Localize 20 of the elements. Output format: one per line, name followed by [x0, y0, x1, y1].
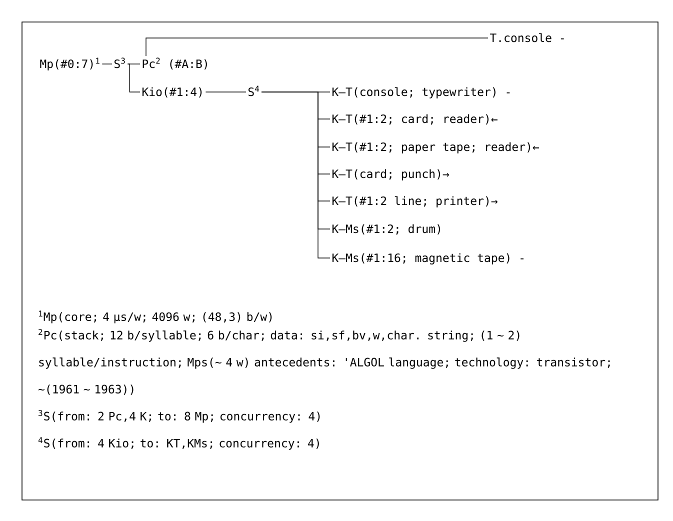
node-text: S$^{3}$ [114, 58, 125, 68]
connector [261, 92, 330, 258]
node-text: K—T(#1:2 line; printer)→ [332, 196, 498, 208]
node-text: K—Ms(#1:2; drum) [332, 224, 440, 235]
connector [146, 38, 488, 56]
node-text: T.console - [490, 33, 564, 42]
node-text: K—T(#1:2; card; reader)← [332, 114, 498, 125]
node-text: K—T(card; punch)→ [332, 169, 450, 180]
node-text: K—T(#1:2; paper tape; reader)← [332, 142, 540, 154]
footnote: $^{1}$Mp(core; 4 µs/w; 4096 w; (48,3) b/w) [38, 310, 272, 324]
node-text: S$^{4}$ [248, 86, 260, 96]
footnote: $^{3}$S(from: 2 Pc,4 K; to: 8 Mp; concurrency: 4) [38, 410, 320, 423]
node-text: K—Ms(#1:16; magnetic tape) - [332, 253, 524, 264]
node-text: Kio(#1:4) [142, 87, 202, 98]
footnote: $^{2}$Pc(stack; 12 b/syllable; 6 b/char; data: si,sf,bv,w,char. string; (1 ~ 2) syllable/instruction; Mps(~ 4 w) antecedents: 'ALGOL language; technology: transistor; ~(1961 ~ 1963)) [38, 329, 610, 395]
node-text: Pc$^{2}$ (#A:B) [142, 58, 207, 70]
connector [127, 64, 140, 92]
node-text: K—T(console; typewriter) - [332, 87, 510, 98]
node-text: Mp(#0:7)$^{1}$ [40, 58, 100, 70]
footnote: $^{4}$S(from: 4 Kio; to: KT,KMs; concurrency: 4) [38, 437, 319, 450]
